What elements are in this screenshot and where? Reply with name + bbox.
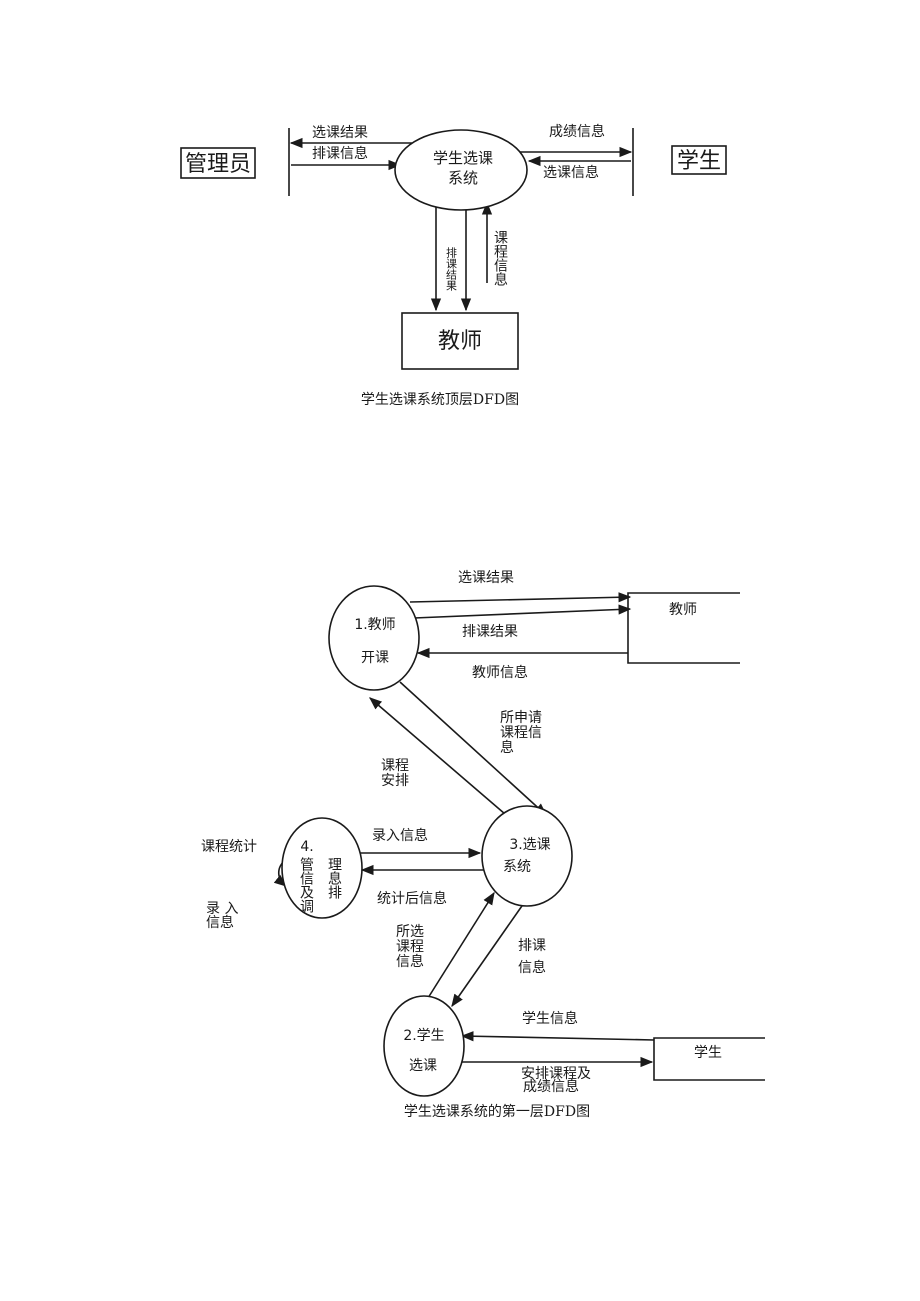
flow-selected-course-label-3: 信息 [396, 953, 424, 970]
flow-teacher-in-label: 排课结果 [445, 246, 458, 292]
flow-arrange-info-label-1: 排课 [518, 938, 546, 954]
process-2-label-line1: 2.学生 [403, 1028, 444, 1044]
flow-applied-course-label-1: 所申请 [500, 710, 542, 726]
admin-entity-label: 管理员 [185, 152, 251, 177]
level1-diagram-caption: 学生选课系统的第一层DFD图 [404, 1103, 590, 1120]
student-entity-box [671, 145, 727, 175]
flow-selected-course-label-2: 课程 [396, 939, 424, 955]
flow-selected-course-arrow [427, 891, 495, 999]
flow-admin-in-label: 排课信息 [312, 145, 368, 162]
flow-student-in-label: 选课信息 [543, 164, 599, 181]
flow-arrange-result-label: 排课结果 [462, 624, 518, 640]
flow-select-result-arrow [409, 592, 632, 603]
process-2-label-line2: 选课 [409, 1058, 437, 1074]
flow-student-info-arrow [460, 1031, 655, 1042]
process-4-label-col2: 理息排 [326, 857, 342, 900]
flow-applied-course-label-2: 课程信 [500, 725, 542, 741]
flow-select-result-label: 选课结果 [458, 570, 514, 586]
system-process-label-line1: 学生选课 [433, 149, 493, 167]
teacher-store-label: 教师 [669, 602, 697, 618]
flow-input-info2-label-1: 录 入 [206, 901, 238, 917]
system-process-ellipse [394, 129, 528, 211]
student-entity-label: 学生 [677, 149, 721, 174]
flow-applied-course-label-3: 息 [500, 739, 514, 756]
process-3-label-line2: 系统 [503, 859, 531, 875]
process-1-label-line1: 1.教师 [354, 617, 395, 633]
admin-entity-box [180, 147, 256, 179]
process-4-circle [281, 817, 363, 919]
flow-course-arrange-arrow [369, 697, 513, 821]
flow-selected-course-label-1: 所选 [396, 924, 424, 940]
teacher-store-box [627, 592, 740, 664]
flow-student-info-label: 学生信息 [522, 1010, 578, 1027]
flow-applied-course-arrow [399, 681, 547, 816]
process-3-label-line1: 3.选课 [509, 837, 550, 853]
student-store-box [653, 1037, 765, 1081]
process-1-circle [328, 585, 420, 691]
flow-arrange-info-label-2: 信息 [518, 959, 546, 976]
process-4-label-col1: 管信及调 [298, 857, 314, 913]
teacher-entity-box [401, 312, 519, 370]
flow-input-info-label: 录入信息 [372, 827, 428, 844]
flow-arrange-result-arrow [413, 604, 632, 619]
flow-course-stat-label: 课程统计 [201, 839, 257, 855]
flow-arrange-info-arrow [451, 902, 525, 1008]
flow-arrange-grade-label-2: 成绩信息 [523, 1078, 579, 1095]
flow-student-out-label: 成绩信息 [549, 123, 605, 140]
teacher-entity-label: 教师 [438, 329, 482, 354]
flow-arrange-grade-label-1: 安排课程及 [521, 1066, 591, 1082]
flow-teacher-info-label: 教师信息 [472, 664, 528, 681]
level1-dfd: 教师 学生 选课结果 排课结果 教师信息 所申请 课程信 息 课程 安排 录入信… [201, 570, 765, 1120]
flow-input-info2-label-2: 信息 [206, 914, 234, 931]
system-process-label-line2: 系统 [448, 169, 478, 187]
top-level-dfd: 管理员 学生 教师 选课结果 排课信息 成绩信息 选课信息 排课结果 课程信息 … [180, 123, 727, 408]
flow-course-arrange-label-1: 课程 [381, 758, 409, 774]
process-1-label-line2: 开课 [361, 650, 389, 666]
flow-teacher-out-label: 课程信息 [492, 230, 508, 286]
process-4-label-line1: 4. [300, 839, 313, 855]
process-3-circle [481, 805, 573, 907]
flow-stat-info-label: 统计后信息 [377, 890, 447, 907]
top-diagram-caption: 学生选课系统顶层DFD图 [361, 392, 519, 408]
student-store-label: 学生 [694, 1045, 722, 1061]
process-2-circle [383, 995, 465, 1097]
flow-course-arrange-label-2: 安排 [381, 773, 409, 789]
flow-admin-out-label: 选课结果 [312, 125, 368, 141]
